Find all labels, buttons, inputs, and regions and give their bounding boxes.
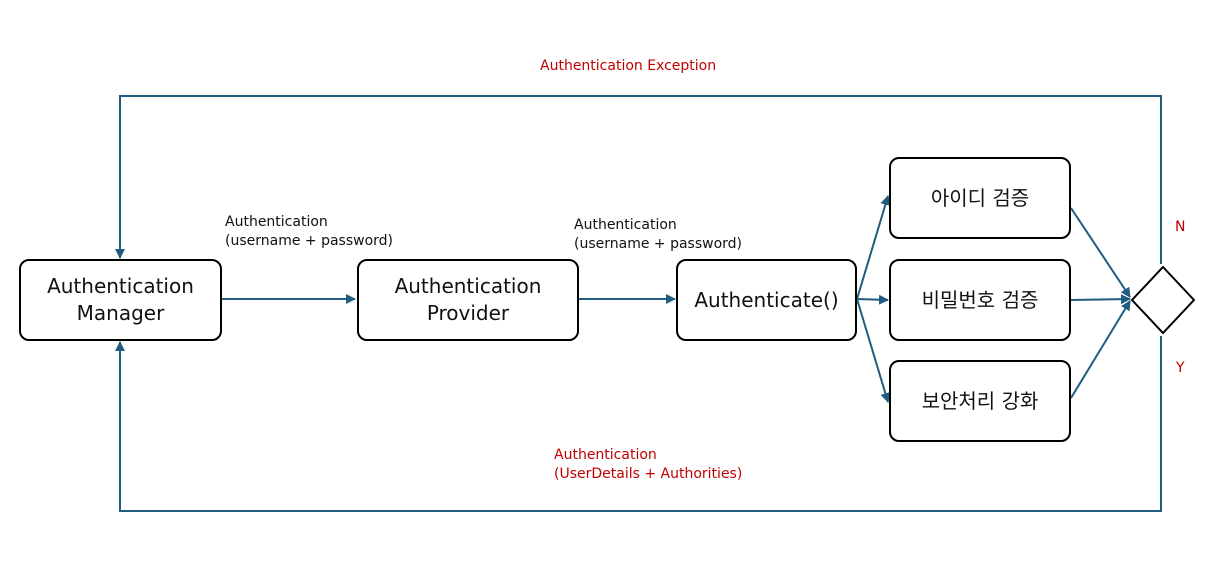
decision-diamond bbox=[1131, 266, 1195, 334]
id-check-node: 아이디 검증 bbox=[889, 157, 1071, 239]
decision-no-label: N bbox=[1175, 219, 1186, 235]
authenticate-to-password-check-arrow bbox=[856, 294, 889, 305]
authentication-exception-label: Authentication Exception bbox=[540, 58, 717, 74]
authenticate-method-node: Authenticate() bbox=[676, 259, 857, 341]
exception-loop-line bbox=[115, 95, 1162, 264]
provider-to-authenticate-label: Authentication (username + password) bbox=[574, 217, 743, 252]
authenticate-to-id-check-arrow bbox=[856, 195, 891, 300]
security-check-to-decision-arrow bbox=[1070, 300, 1131, 399]
authentication-manager-node: Authentication Manager bbox=[19, 259, 222, 341]
authentication-success-label: Authentication (UserDetails + Authoritie… bbox=[554, 447, 743, 482]
authentication-provider-node: Authentication Provider bbox=[357, 259, 579, 341]
id-check-to-decision-arrow bbox=[1070, 207, 1131, 298]
security-check-node: 보안처리 강화 bbox=[889, 360, 1071, 442]
manager-to-provider-label: Authentication (username + password) bbox=[225, 214, 394, 249]
password-check-to-decision-arrow bbox=[1070, 294, 1131, 305]
authenticate-to-security-check-arrow bbox=[856, 298, 891, 403]
decision-yes-label: Y bbox=[1176, 360, 1185, 376]
success-loop-line bbox=[115, 336, 1162, 512]
password-check-node: 비밀번호 검증 bbox=[889, 259, 1071, 341]
